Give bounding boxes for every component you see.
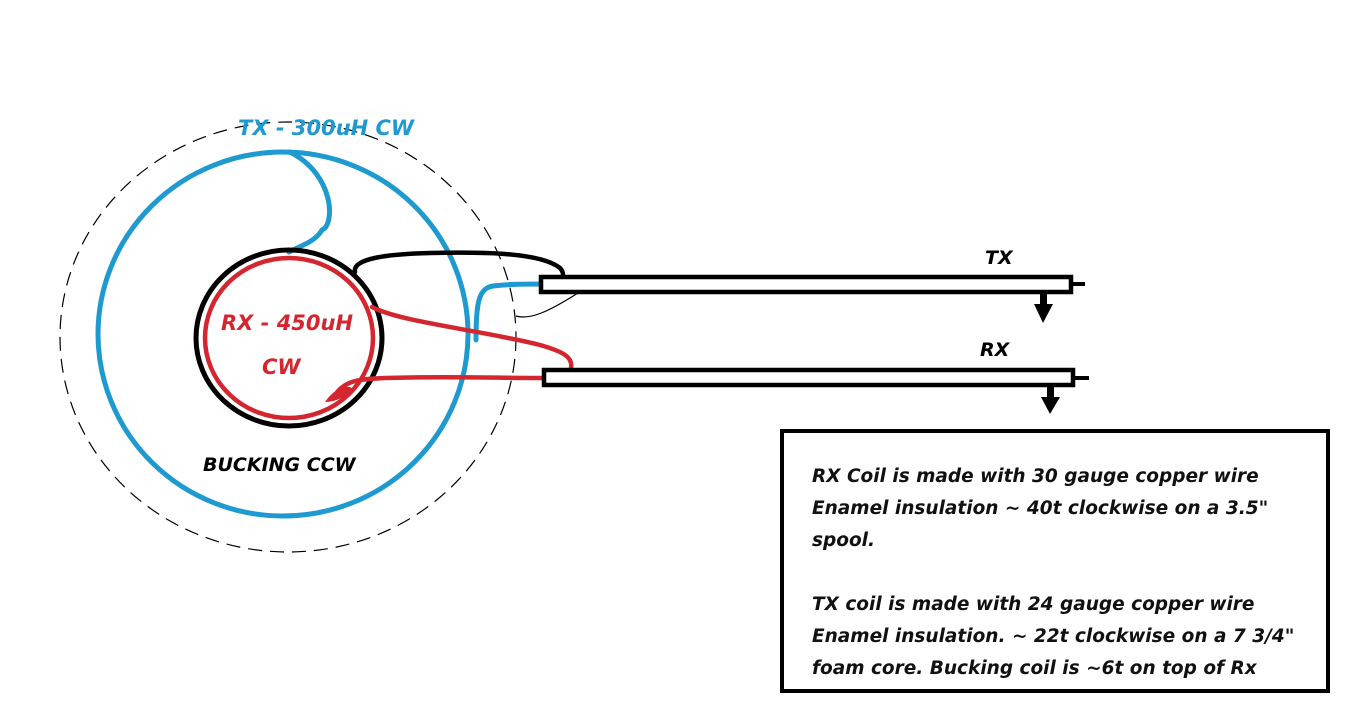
rx-cable-label: RX [980, 339, 1011, 361]
tx-coil-inner-lead [286, 149, 332, 255]
bucking-coil-lead [352, 250, 566, 281]
tx-cable-label: TX [985, 247, 1014, 269]
rx-coil-lead-top [369, 304, 574, 371]
tx-coil-outer-lead [473, 281, 548, 343]
rx-ground-arrow-icon [1041, 385, 1060, 414]
rx-cable [541, 367, 1089, 388]
tx-coil [95, 149, 471, 519]
tx-coil-description: TX coil is made with 24 gauge copper wir… [812, 594, 1295, 679]
rx-coil [202, 255, 376, 421]
coil-notes-box: RX Coil is made with 30 gauge copper wir… [780, 429, 1330, 693]
tx-ground-arrow-icon [1034, 292, 1053, 323]
bucking-coil [193, 247, 385, 429]
rx-coil-lead-bottom [332, 374, 548, 398]
tx-cable [538, 274, 1085, 295]
bucking-coil-label: BUCKING CCW [203, 454, 357, 476]
tx-coil-label: TX - 300uH CW [238, 116, 415, 140]
housing-dashed-outline [59, 121, 517, 553]
rx-coil-solder-joint [325, 386, 352, 402]
shield-ground-wire [515, 292, 579, 318]
rx-coil-label-line2: CW [262, 355, 301, 379]
rx-coil-description: RX Coil is made with 30 gauge copper wir… [812, 466, 1269, 551]
rx-coil-label-line1: RX - 450uH [221, 311, 353, 335]
